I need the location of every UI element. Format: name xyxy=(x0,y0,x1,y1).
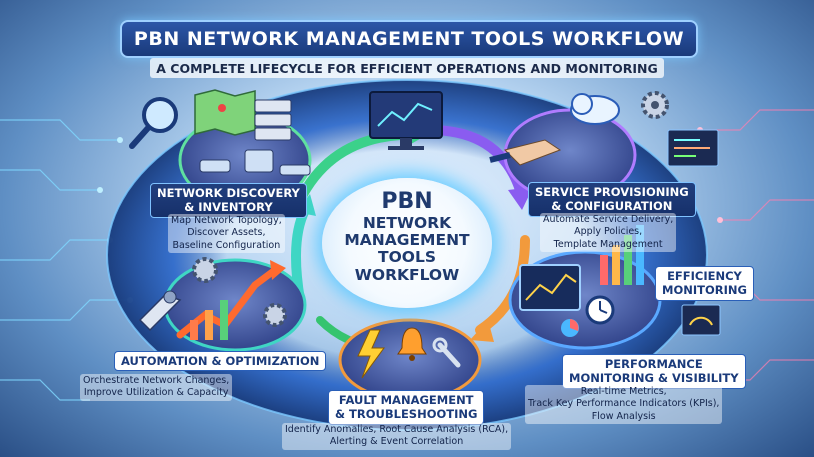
provisioning-desc-2: Apply Policies, xyxy=(574,226,643,238)
center-title: PBN NETWORK MANAGEMENT TOOLS WORKFLOW xyxy=(322,189,492,284)
page-subtitle: A COMPLETE LIFECYCLE FOR EFFICIENT OPERA… xyxy=(150,58,664,78)
magnifier-icon xyxy=(129,97,178,149)
stage-desc-automation: Orchestrate Network Changes, Improve Uti… xyxy=(80,374,233,401)
fault-label-line-1: FAULT MANAGEMENT xyxy=(338,393,474,407)
bell-icon xyxy=(397,327,427,361)
hub-automation xyxy=(163,258,307,352)
clock-icon xyxy=(585,295,615,325)
gear-icon-automation xyxy=(192,257,287,327)
map-icon xyxy=(194,89,256,136)
server-icon xyxy=(254,99,292,141)
center-line-4: TOOLS xyxy=(378,248,436,267)
stage-label-provisioning: SERVICE PROVISIONING & CONFIGURATION xyxy=(528,182,696,217)
monitor-icon xyxy=(369,91,443,150)
provisioning-desc-1: Automate Service Delivery, xyxy=(543,214,674,225)
stage-label-automation: AUTOMATION & OPTIMIZATION xyxy=(114,351,327,372)
stage-desc-performance: Real-time Metrics, Track Key Performance… xyxy=(525,385,723,425)
center-line-5: WORKFLOW xyxy=(354,265,460,284)
growth-chart-icon xyxy=(176,260,286,340)
stage-label-discovery: NETWORK DISCOVERY & INVENTORY xyxy=(150,183,307,218)
chart-monitor-icon xyxy=(519,264,581,311)
performance-desc-1: Real-time Metrics, xyxy=(580,386,667,397)
center-disc xyxy=(322,178,492,308)
stage-label-fault: FAULT MANAGEMENT & TROUBLESHOOTING xyxy=(328,390,485,425)
center-line-3: MANAGEMENT xyxy=(344,230,470,249)
center-line-2: NETWORK xyxy=(362,213,452,232)
discovery-desc-2: Discover Assets, xyxy=(187,227,266,239)
stage-label-performance: PERFORMANCE MONITORING & VISIBILITY xyxy=(562,354,746,389)
performance-label-line-1: PERFORMANCE xyxy=(604,357,703,371)
automation-desc-1: Orchestrate Network Changes, xyxy=(83,375,230,386)
wrench-icon xyxy=(432,337,461,368)
pie-chart-icon xyxy=(561,319,579,337)
fault-label-line-2: & TROUBLESHOOTING xyxy=(335,407,478,422)
lightning-icon xyxy=(357,329,385,379)
provisioning-label-line-1: SERVICE PROVISIONING xyxy=(535,185,689,199)
automation-label-line-1: AUTOMATION & OPTIMIZATION xyxy=(121,354,320,368)
fault-desc-1: Identify Anomalies, Root Cause Analysis … xyxy=(285,424,509,435)
fault-desc-2: Alerting & Event Correlation xyxy=(329,436,464,448)
dashboard-icon xyxy=(681,304,721,336)
automation-desc-2: Improve Utilization & Capacity xyxy=(83,387,229,399)
page-title: PBN NETWORK MANAGEMENT TOOLS WORKFLOW xyxy=(120,20,698,58)
discovery-desc-1: Map Network Topology, xyxy=(171,215,282,226)
discovery-label-line-2: & INVENTORY xyxy=(184,200,273,215)
robot-arm-icon xyxy=(138,290,182,332)
circuit-lines-left xyxy=(0,119,130,401)
provisioning-label-line-2: & CONFIGURATION xyxy=(551,199,673,214)
stage-desc-provisioning: Automate Service Delivery, Apply Policie… xyxy=(540,213,677,253)
provisioning-desc-3: Template Management xyxy=(553,238,663,250)
efficiency-label-line-1: EFFICIENCY xyxy=(667,269,742,283)
center-line-1: PBN xyxy=(381,189,433,214)
gear-icon xyxy=(641,91,669,119)
stage-label-efficiency: EFFICIENCY MONITORING xyxy=(655,266,754,301)
efficiency-label-line-2: MONITORING xyxy=(662,283,747,298)
cloud-icon xyxy=(570,93,620,125)
performance-desc-2: Track Key Performance Indicators (KPIs), xyxy=(528,398,720,410)
discovery-desc-3: Baseline Configuration xyxy=(172,239,281,251)
router-icon xyxy=(199,149,311,176)
discovery-label-line-1: NETWORK DISCOVERY xyxy=(157,186,300,200)
code-window-icon xyxy=(667,129,719,167)
performance-label-line-2: MONITORING & VISIBILITY xyxy=(569,371,739,386)
bar-chart-icon xyxy=(600,225,644,285)
stage-desc-discovery: Map Network Topology, Discover Assets, B… xyxy=(168,214,285,254)
stage-desc-fault: Identify Anomalies, Root Cause Analysis … xyxy=(282,423,512,450)
hand-cable-icon xyxy=(489,139,562,166)
performance-desc-3: Flow Analysis xyxy=(591,410,656,422)
